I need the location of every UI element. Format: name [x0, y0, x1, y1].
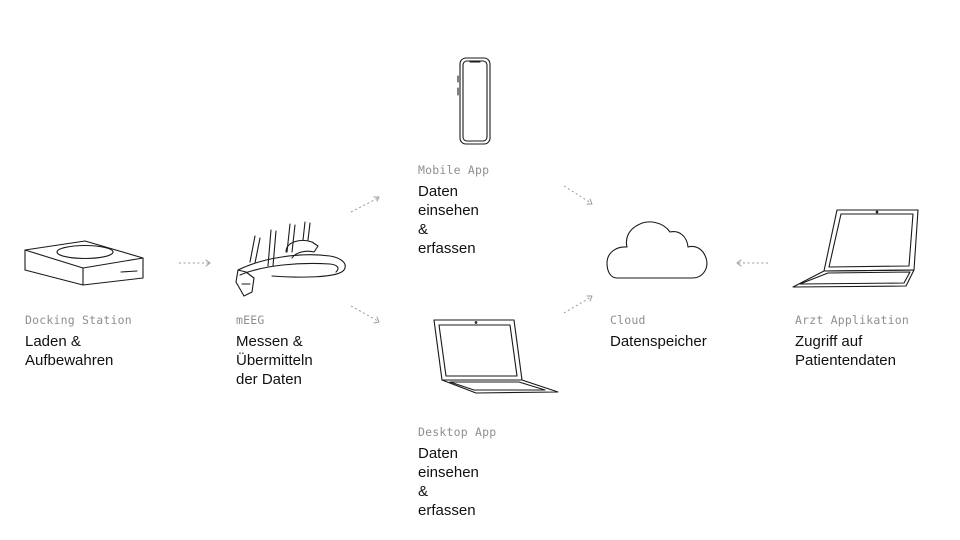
- arrow-docking-to-meeg: [179, 259, 211, 267]
- docking-station-caption: Docking Station: [25, 313, 132, 327]
- meeg-description: Messen & Übermitteln der Daten: [236, 333, 313, 388]
- arzt-applikation-caption: Arzt Applikation: [795, 313, 909, 327]
- docking-station-description: Laden & Aufbewahren: [25, 333, 114, 369]
- docking-station-icon: [24, 240, 144, 286]
- eeg-headset-icon: [235, 221, 346, 297]
- arrow-arzt-to-cloud: [736, 259, 768, 267]
- laptop-desktop-icon: [433, 319, 559, 394]
- desktop-app-description: Daten einsehen & erfassen: [418, 445, 479, 519]
- cloud-caption: Cloud: [610, 313, 646, 327]
- arzt-applikation-description: Zugriff auf Patientendaten: [795, 333, 896, 369]
- laptop-arzt-icon: [792, 209, 919, 288]
- smartphone-icon: [457, 57, 491, 145]
- meeg-caption: mEEG: [236, 313, 265, 327]
- arrow-desktop-to-cloud: [563, 295, 593, 314]
- arrow-meeg-to-desktop: [350, 305, 380, 324]
- cloud-description: Datenspeicher: [610, 333, 707, 350]
- arrow-meeg-to-mobile: [350, 196, 380, 213]
- mobile-app-description: Daten einsehen & erfassen: [418, 183, 479, 257]
- mobile-app-caption: Mobile App: [418, 163, 490, 177]
- arrow-mobile-to-cloud: [563, 185, 593, 205]
- desktop-app-caption: Desktop App: [418, 425, 497, 439]
- cloud-icon: [606, 221, 708, 279]
